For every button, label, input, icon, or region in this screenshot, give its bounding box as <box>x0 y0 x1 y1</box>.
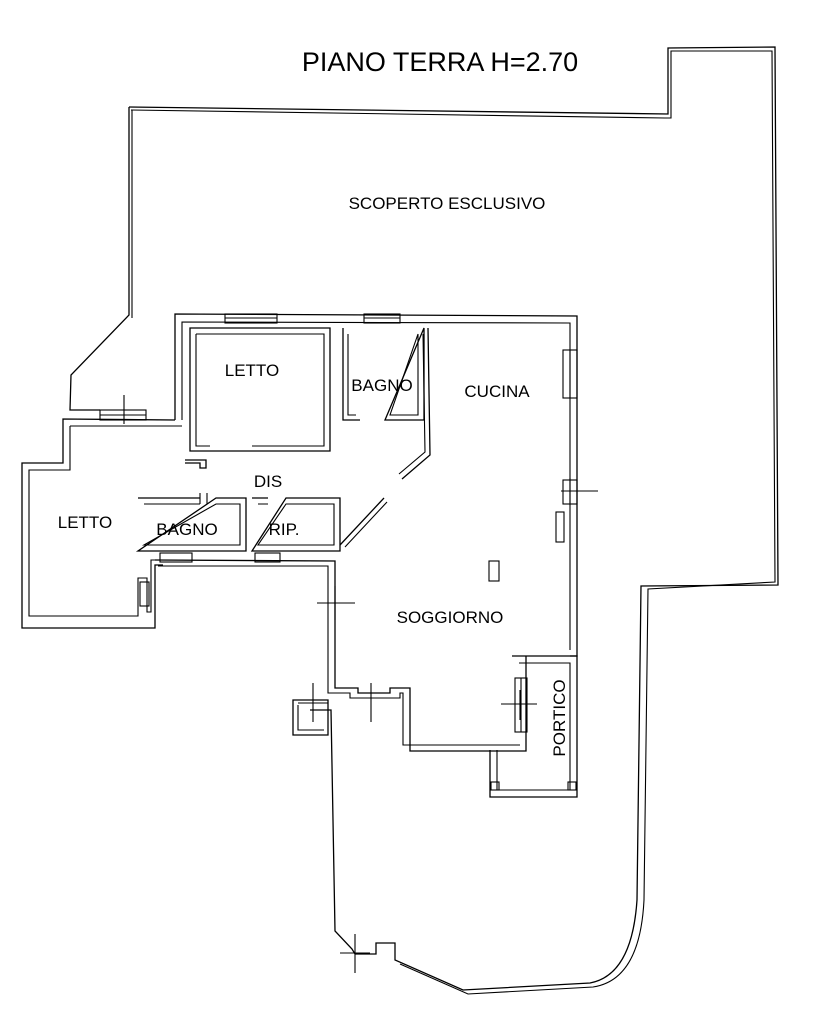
windows <box>99 313 578 733</box>
interior-walls <box>135 327 431 552</box>
label-dis: DIS <box>254 472 282 491</box>
lot-boundary <box>69 46 779 995</box>
label-letto-top: LETTO <box>225 361 279 380</box>
plan-title: PIANO TERRA H=2.70 <box>302 47 578 77</box>
label-bagno-top: BAGNO <box>351 376 412 395</box>
label-letto-left: LETTO <box>58 513 112 532</box>
label-scoperto-esclusivo: SCOPERTO ESCLUSIVO <box>349 194 546 213</box>
label-portico: PORTICO <box>550 679 569 756</box>
label-bagno-small: BAGNO <box>156 520 217 539</box>
label-cucina: CUCINA <box>464 382 530 401</box>
label-rip: RIP. <box>269 520 300 539</box>
label-soggiorno: SOGGIORNO <box>397 608 504 627</box>
grid-markers <box>108 395 598 973</box>
